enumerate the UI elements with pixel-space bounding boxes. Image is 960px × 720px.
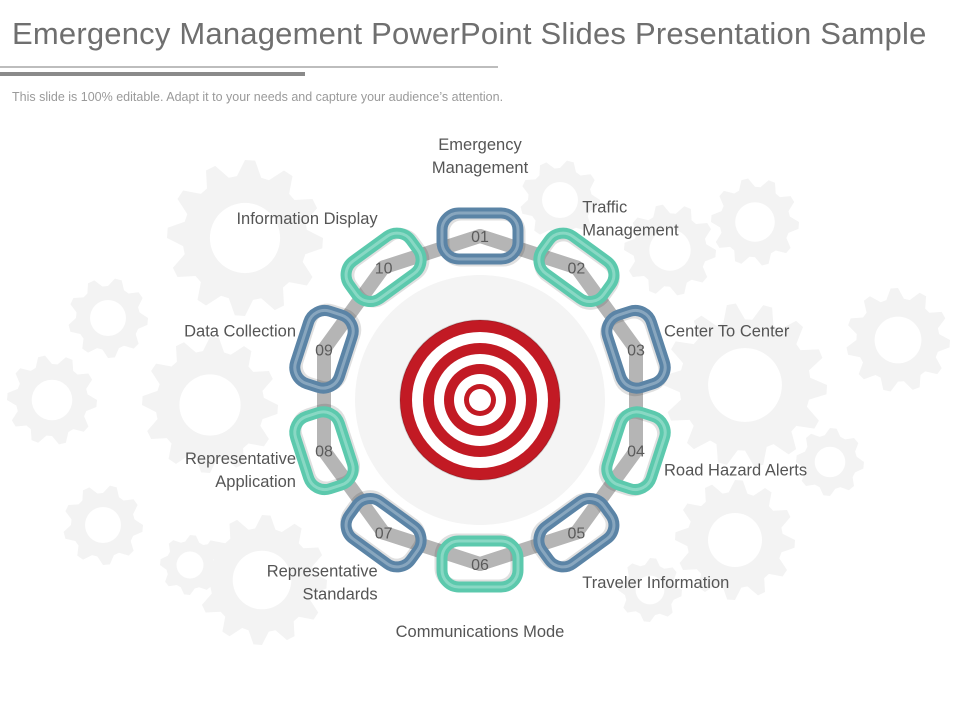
- chain-link-number: 06: [471, 557, 489, 574]
- chain-label-06: Communications Mode: [396, 623, 565, 641]
- background-gear-icon: [520, 160, 600, 240]
- chain-link-07: [340, 490, 427, 573]
- title-underline-thin: [0, 66, 498, 68]
- chain-link-02: [533, 227, 620, 310]
- chain-label-07: Representative: [267, 563, 378, 581]
- chain-link-03: [600, 304, 671, 397]
- chain-link-number: 07: [375, 526, 393, 543]
- background-gear-icon: [63, 485, 143, 565]
- background-gear-icon: [197, 515, 327, 645]
- chain-connector: [569, 260, 643, 357]
- background-gear-icon: [846, 288, 950, 392]
- background-gear-icon: [624, 204, 716, 296]
- chain-link-number: 05: [568, 526, 586, 543]
- chain-label-05: Traveler Information: [582, 574, 729, 592]
- background-gear-icon: [796, 428, 864, 496]
- chain-label-02: Traffic: [582, 199, 627, 217]
- chain-label-08: Application: [215, 473, 296, 491]
- slide-subtitle: This slide is 100% editable. Adapt it to…: [12, 90, 504, 104]
- chain-link-04: [598, 406, 671, 497]
- background-gear-icon: [167, 160, 323, 316]
- chain-link-number: 02: [568, 260, 586, 277]
- chain-links: 01 02 03 04 05 06 07 08 09 10: [289, 207, 671, 593]
- background-gear-icon: [68, 278, 148, 358]
- background-gears: [7, 160, 950, 645]
- background-gear-icon: [160, 535, 220, 595]
- chain-connector: [317, 443, 391, 540]
- chain-link-number: 10: [375, 260, 393, 277]
- chain-link-06: [434, 533, 524, 593]
- chain-link-number: 08: [315, 444, 333, 461]
- chain-connector: [376, 525, 487, 571]
- chain-link-number: 01: [471, 229, 489, 246]
- bullseye-target-icon: [399, 319, 561, 481]
- slide-title: Emergency Management PowerPoint Slides P…: [12, 16, 927, 51]
- background-gear-icon: [7, 355, 97, 445]
- chain-link-05: [530, 492, 620, 573]
- chain-connector: [473, 525, 584, 571]
- chain-link-number: 09: [315, 342, 333, 359]
- chain-link-01: [436, 207, 526, 267]
- chain-label-08: Representative: [185, 450, 296, 468]
- chain-link-09: [289, 303, 362, 394]
- background-gear-icon: [711, 178, 799, 266]
- chain-labels: EmergencyManagementTrafficManagementCent…: [184, 136, 807, 641]
- chain-connectors: [317, 229, 643, 571]
- target-ring: [469, 389, 491, 411]
- chain-connector: [317, 260, 391, 357]
- chain-label-01: Emergency: [438, 136, 522, 154]
- chain-label-07: Standards: [302, 586, 377, 604]
- background-gear-icon: [663, 303, 827, 467]
- chain-label-02: Management: [582, 222, 679, 240]
- chain-link-08: [289, 403, 360, 496]
- chain-label-09: Data Collection: [184, 323, 296, 341]
- background-gear-icon: [618, 558, 682, 622]
- chain-label-01: Management: [432, 159, 529, 177]
- background-gear-icon: [675, 480, 795, 600]
- chain-link-number: 04: [627, 444, 645, 461]
- chain-connector: [473, 229, 584, 275]
- chain-label-03: Center To Center: [664, 323, 790, 341]
- chain-link-10: [340, 227, 430, 308]
- chain-connector: [569, 443, 643, 540]
- chain-link-number: 03: [627, 342, 645, 359]
- chain-label-10: Information Display: [236, 210, 378, 228]
- background-gear-icon: [142, 337, 278, 473]
- chain-connector: [376, 229, 487, 275]
- title-underline-thick: [0, 72, 305, 76]
- chain-label-04: Road Hazard Alerts: [664, 462, 807, 480]
